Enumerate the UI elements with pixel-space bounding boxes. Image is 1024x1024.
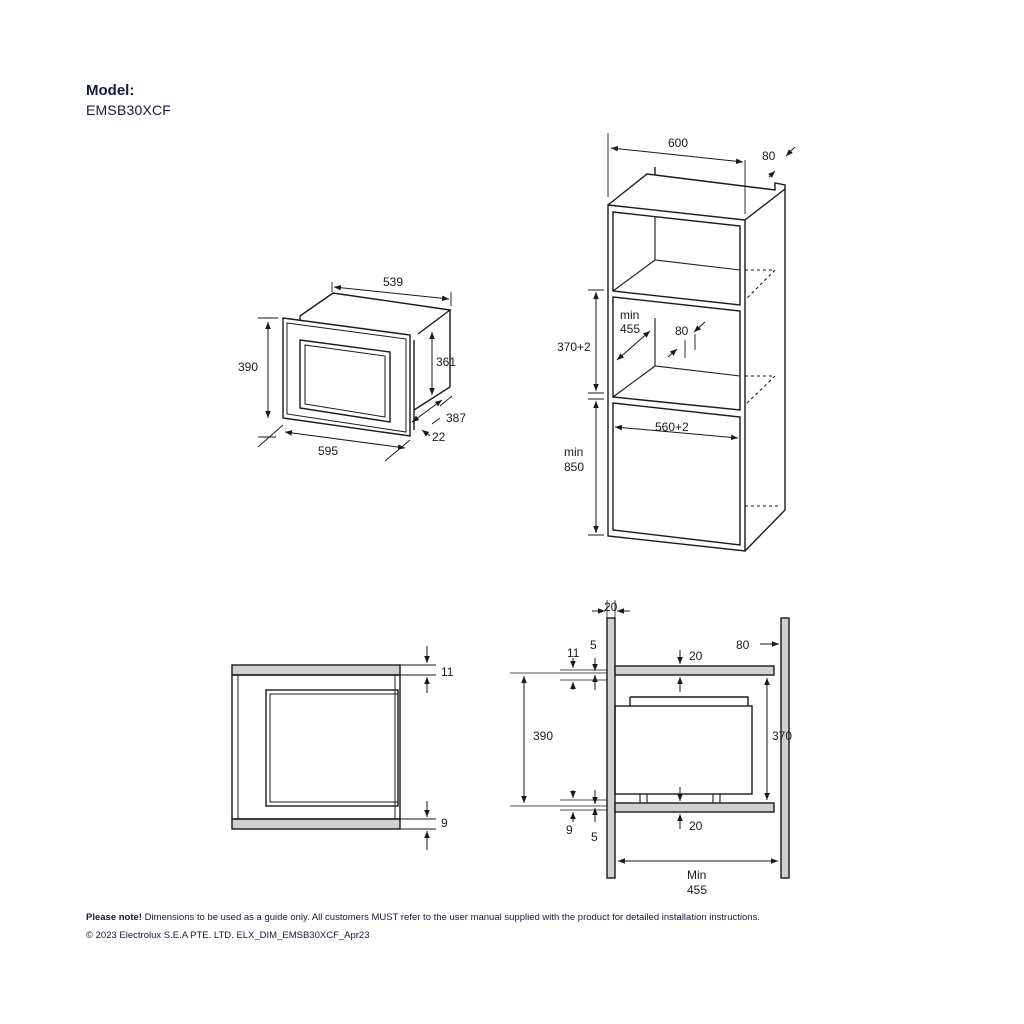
disclaimer-note: Please note! Dimensions to be used as a … <box>86 912 760 923</box>
dim-22: 22 <box>432 430 446 444</box>
dim-11-front: 11 <box>441 665 454 679</box>
dim-390-front: 390 <box>238 360 258 374</box>
dim-11-side: 11 <box>567 646 580 660</box>
side-section-view <box>510 600 790 879</box>
dim-9-front: 9 <box>441 816 448 830</box>
dim-5-bottom: 5 <box>591 830 598 844</box>
side-section-labels: 20 80 11 5 20 390 370 9 5 20 Min 455 <box>533 600 792 897</box>
front-view-labels: 11 9 <box>441 665 454 830</box>
copyright: © 2023 Electrolux S.E.A PTE. LTD. ELX_DI… <box>86 930 370 941</box>
dim-539: 539 <box>383 275 403 289</box>
dim-20-top: 20 <box>689 649 703 663</box>
dim-370-2: 370+2 <box>557 340 591 354</box>
dim-595: 595 <box>318 444 338 458</box>
dim-20-bottom: 20 <box>689 819 703 833</box>
dim-370-side: 370 <box>772 729 792 743</box>
note-text: Dimensions to be used as a guide only. A… <box>141 912 760 923</box>
perspective-unit-view <box>257 282 453 462</box>
dim-min-label: min <box>620 308 639 322</box>
cabinet-view <box>588 133 796 552</box>
dim-9-side: 9 <box>566 823 573 837</box>
dim-560-2: 560+2 <box>655 420 689 434</box>
model-label: Model: <box>86 82 135 99</box>
dim-455: 455 <box>620 322 640 336</box>
dim-387: 387 <box>446 411 466 425</box>
dim-850: 850 <box>564 460 584 474</box>
model-code: EMSB30XCF <box>86 102 172 118</box>
dim-390-side: 390 <box>533 729 553 743</box>
dim-455-side: 455 <box>687 883 707 897</box>
dim-min-floor: min <box>564 445 583 459</box>
front-view <box>231 646 436 850</box>
dim-361: 361 <box>436 355 456 369</box>
dim-600: 600 <box>668 136 688 150</box>
dim-20-panel: 20 <box>604 600 618 614</box>
dim-min-side: Min <box>687 868 706 882</box>
note-bold: Please note! <box>86 912 142 923</box>
perspective-unit-labels: 539 390 361 387 22 595 <box>238 275 466 458</box>
dim-80-mid: 80 <box>675 324 689 338</box>
cabinet-labels: 600 80 370+2 min 455 80 560+2 min 850 <box>557 136 776 474</box>
dim-80-back: 80 <box>736 638 750 652</box>
dim-80-top: 80 <box>762 149 776 163</box>
dim-5-top: 5 <box>590 638 597 652</box>
